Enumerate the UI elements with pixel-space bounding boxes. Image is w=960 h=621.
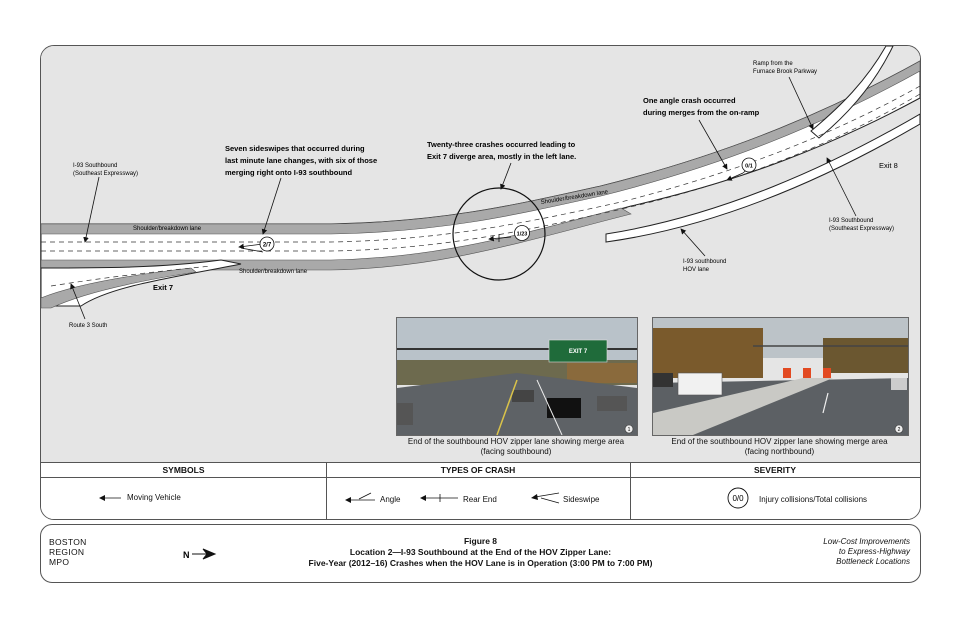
figure-frame: I-93 Southbound (Southeast Expressway) S… (40, 45, 921, 520)
photo1-sign-text: EXIT 7 (569, 349, 588, 355)
severity-label: Injury collisions/Total collisions (759, 495, 868, 504)
moving-vehicle-icon (99, 495, 121, 501)
sideswipe-annotation-2: last minute lane changes, with six of th… (225, 156, 377, 165)
figure-title-line1: Location 2—I-93 Southbound at the End of… (349, 547, 612, 557)
series-line1: Low-Cost Improvements (823, 537, 910, 546)
i93-sb-left-sublabel: (Southeast Expressway) (73, 171, 138, 177)
sideswipe-crash-symbol: 2/7 (238, 236, 275, 253)
rear-end-severity-badge: 1/23 (517, 232, 528, 238)
severity-badge-icon: 0/0 (727, 487, 749, 509)
route3-label: Route 3 South (69, 323, 107, 329)
ramp-label-line2: Furnace Brook Parkway (753, 69, 817, 75)
moving-vehicle-label: Moving Vehicle (127, 493, 181, 502)
severity-badge-text: 0/0 (732, 494, 744, 503)
hov-lane (605, 113, 920, 243)
shoulder-bottom-label: Shoulder/breakdown lane (239, 269, 308, 275)
i93-sb-right-label: I-93 Southbound (829, 218, 873, 224)
rear-end-crash-icon (420, 494, 458, 502)
photo-southbound: EXIT 7 1 (396, 317, 638, 436)
series-line2: to Express-Highway (838, 547, 910, 556)
photo2-caption-line2: (facing northbound) (744, 447, 815, 456)
legend: SYMBOLS TYPES OF CRASH SEVERITY Moving V… (41, 462, 920, 519)
angle-annotation-2: during merges from the on-ramp (643, 108, 760, 117)
shoulder-top (41, 60, 920, 235)
legend-divider-2 (630, 463, 631, 519)
crash-highlight-circle (452, 187, 546, 281)
org-line1: BOSTON (49, 537, 87, 547)
shoulder-bottom (41, 207, 632, 271)
figure-number: Figure 8 (463, 536, 498, 546)
photo2-badge: 2 (898, 427, 901, 433)
angle-annotation-1: One angle crash occurred (643, 96, 736, 105)
photo-northbound: 2 (652, 317, 909, 436)
org-line3: MPO (49, 557, 70, 567)
angle-label: Angle (380, 495, 401, 504)
highway-road (41, 60, 920, 269)
figure-footer: BOSTON REGION MPO N Figure 8 Location 2—… (40, 524, 921, 583)
series-line3: Bottleneck Locations (836, 557, 910, 566)
exit8-label: Exit 8 (879, 161, 898, 170)
org-line2: REGION (49, 547, 85, 557)
i93-sb-right-sublabel: (Southeast Expressway) (829, 226, 894, 232)
photo1-caption-line1: End of the southbound HOV zipper lane sh… (407, 437, 625, 446)
crashes-annotation-2: Exit 7 diverge area, mostly in the left … (427, 152, 576, 161)
ramp-label-line1: Ramp from the (753, 61, 793, 67)
angle-severity-badge: 0/1 (745, 164, 753, 170)
furnace-brook-ramp (810, 46, 894, 139)
sideswipe-annotation-3: merging right onto I-93 southbound (225, 168, 352, 177)
symbols-header: SYMBOLS (41, 463, 326, 478)
org-name: BOSTON REGION MPO (49, 537, 87, 567)
figure-title-line2: Five-Year (2012–16) Crashes when the HOV… (308, 558, 653, 568)
severity-header: SEVERITY (630, 463, 920, 478)
photo1-caption: End of the southbound HOV zipper lane sh… (396, 437, 636, 457)
photo2-caption-line1: End of the southbound HOV zipper lane sh… (671, 437, 888, 446)
i93-sb-left-label: I-93 Southbound (73, 163, 117, 169)
sideswipe-crash-icon (531, 492, 560, 504)
crashes-annotation-1: Twenty-three crashes occurred leading to (427, 140, 576, 149)
exit7-label: Exit 7 (153, 283, 173, 292)
sideswipe-severity-badge: 2/7 (263, 243, 272, 249)
sideswipe-annotation-1: Seven sideswipes that occurred during (225, 144, 365, 153)
sideswipe-label: Sideswipe (563, 495, 600, 504)
rear-end-crash-symbol: 1/23 (488, 225, 530, 242)
road-map-svg: I-93 Southbound (Southeast Expressway) S… (41, 46, 920, 329)
types-header: TYPES OF CRASH (326, 463, 630, 478)
hov-label-line1: I-93 southbound (683, 259, 726, 265)
legend-divider-1 (326, 463, 327, 519)
report-series: Low-Cost Improvements to Express-Highway… (823, 537, 910, 567)
photo1-caption-line2: (facing southbound) (480, 447, 552, 456)
route3-ramp-shoulder (41, 267, 197, 309)
rear-end-label: Rear End (463, 495, 497, 504)
shoulder-top-label: Shoulder/breakdown lane (133, 226, 202, 232)
angle-crash-symbol: 0/1 (726, 157, 757, 181)
road-diagram: I-93 Southbound (Southeast Expressway) S… (41, 46, 920, 462)
photo1-badge: 1 (628, 427, 631, 433)
hov-label-line2: HOV lane (683, 267, 710, 273)
north-label: N (183, 550, 190, 560)
photo2-caption: End of the southbound HOV zipper lane sh… (652, 437, 907, 457)
angle-crash-icon (345, 492, 375, 503)
north-arrow-icon: N (183, 548, 217, 560)
